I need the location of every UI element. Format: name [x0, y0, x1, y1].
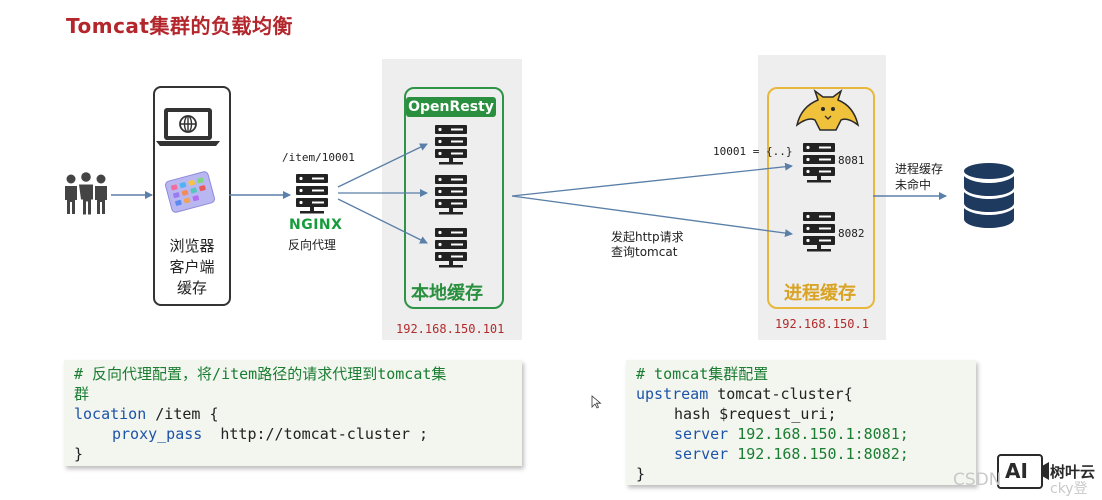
openresty-server-icon-3: [435, 228, 467, 268]
tomcat-server-icon-8082: [803, 212, 835, 252]
local-cache-label: 本地缓存: [411, 283, 483, 304]
browser-label-line-2: 客户端: [169, 258, 215, 276]
nginx-logo: NGINX: [289, 217, 343, 233]
nginx-path-label: /item/10001: [282, 151, 355, 164]
port-8082-label: 8082: [838, 227, 865, 240]
http-request-label: 发起http请求 查询tomcat: [611, 230, 684, 260]
openresty-badge: OpenResty: [406, 97, 496, 117]
openresty-server-icon-1: [435, 125, 467, 165]
cache-miss-line-2: 未命中: [895, 178, 932, 192]
code-server-2: 192.168.150.1:8082;: [728, 445, 909, 463]
code-cluster-close-brace: }: [636, 465, 646, 483]
database-icon: [964, 163, 1014, 228]
port-8081-label: 8081: [838, 154, 865, 167]
phone-icon: [165, 171, 215, 213]
users-icon: [65, 172, 107, 215]
cache-miss-label: 进程缓存 未命中: [895, 161, 943, 193]
nginx-server-icon: [296, 174, 328, 214]
code-server-keyword-1: server: [674, 425, 729, 443]
code-upstream-line: upstream tomcat-cluster{: [636, 384, 976, 404]
code-server-keyword-2: server: [674, 445, 729, 463]
process-cache-label: 进程缓存: [784, 283, 856, 304]
arrow-or-to-tomcat-8081: [511, 162, 793, 197]
code-upstream-name: tomcat-cluster{: [708, 385, 853, 403]
code-proxy-url: http://tomcat-cluster ;: [202, 425, 429, 443]
code-server-1: 192.168.150.1:8081;: [728, 425, 909, 443]
watermark-suffix: cky登: [1050, 481, 1088, 497]
watermark-brand: 树叶云: [1050, 463, 1096, 481]
arrow-or-to-tomcat-8082: [511, 195, 793, 238]
tomcat-cluster-config-code: # tomcat集群配置 upstream tomcat-cluster{ ha…: [626, 360, 976, 485]
code-server-line-1: server 192.168.150.1:8081;: [636, 424, 976, 444]
watermark-csdn: CSDN: [953, 470, 1002, 490]
code-server-line-2: server 192.168.150.1:8082;: [636, 444, 976, 464]
openresty-ip: 192.168.150.101: [396, 322, 505, 336]
watermark-logo-icon: [997, 454, 1049, 489]
watermark-logo-text: AI: [1005, 459, 1028, 483]
code-comment-line-1: # 反向代理配置，将/item路径的请求代理到tomcat集: [74, 365, 447, 383]
cache-miss-line-1: 进程缓存: [895, 162, 944, 176]
openresty-server-icon-2: [435, 175, 467, 215]
cache-key-label: 10001 = {..}: [713, 145, 793, 158]
code-close-brace: }: [74, 445, 84, 463]
code-location-path: /item {: [146, 405, 219, 423]
laptop-icon: [156, 108, 220, 146]
tomcat-cat-icon: [795, 88, 860, 131]
tomcat-zone: [767, 87, 875, 309]
code-hash-line: hash $request_uri;: [674, 405, 837, 423]
page-title: Tomcat集群的负载均衡: [66, 14, 293, 38]
nginx-label: 反向代理: [288, 238, 337, 252]
tomcat-server-icon-8081: [803, 143, 835, 183]
http-request-line-2: 查询tomcat: [611, 245, 678, 259]
nginx-config-code: # 反向代理配置，将/item路径的请求代理到tomcat集 群 locatio…: [64, 360, 522, 466]
code-location-keyword: location: [74, 405, 147, 423]
code-cluster-comment: # tomcat集群配置: [636, 365, 769, 383]
code-proxy-line: proxy_pass http://tomcat-cluster ;: [74, 424, 522, 444]
mouse-cursor-icon: [591, 395, 602, 409]
arrow-nginx-to-or-1: [337, 143, 428, 188]
code-comment-line-2: 群: [74, 385, 90, 403]
http-request-line-1: 发起http请求: [611, 230, 684, 244]
browser-label-line-3: 缓存: [176, 279, 207, 297]
code-location-line: location /item {: [74, 404, 522, 424]
arrow-nginx-to-or-3: [337, 198, 428, 244]
code-proxy-keyword: proxy_pass: [112, 425, 203, 443]
code-upstream-keyword: upstream: [636, 385, 709, 403]
browser-client-label: 浏览器 客户端 缓存: [153, 236, 231, 299]
browser-label-line-1: 浏览器: [169, 237, 215, 255]
openresty-zone: [404, 87, 504, 309]
tomcat-ip: 192.168.150.1: [775, 317, 869, 331]
